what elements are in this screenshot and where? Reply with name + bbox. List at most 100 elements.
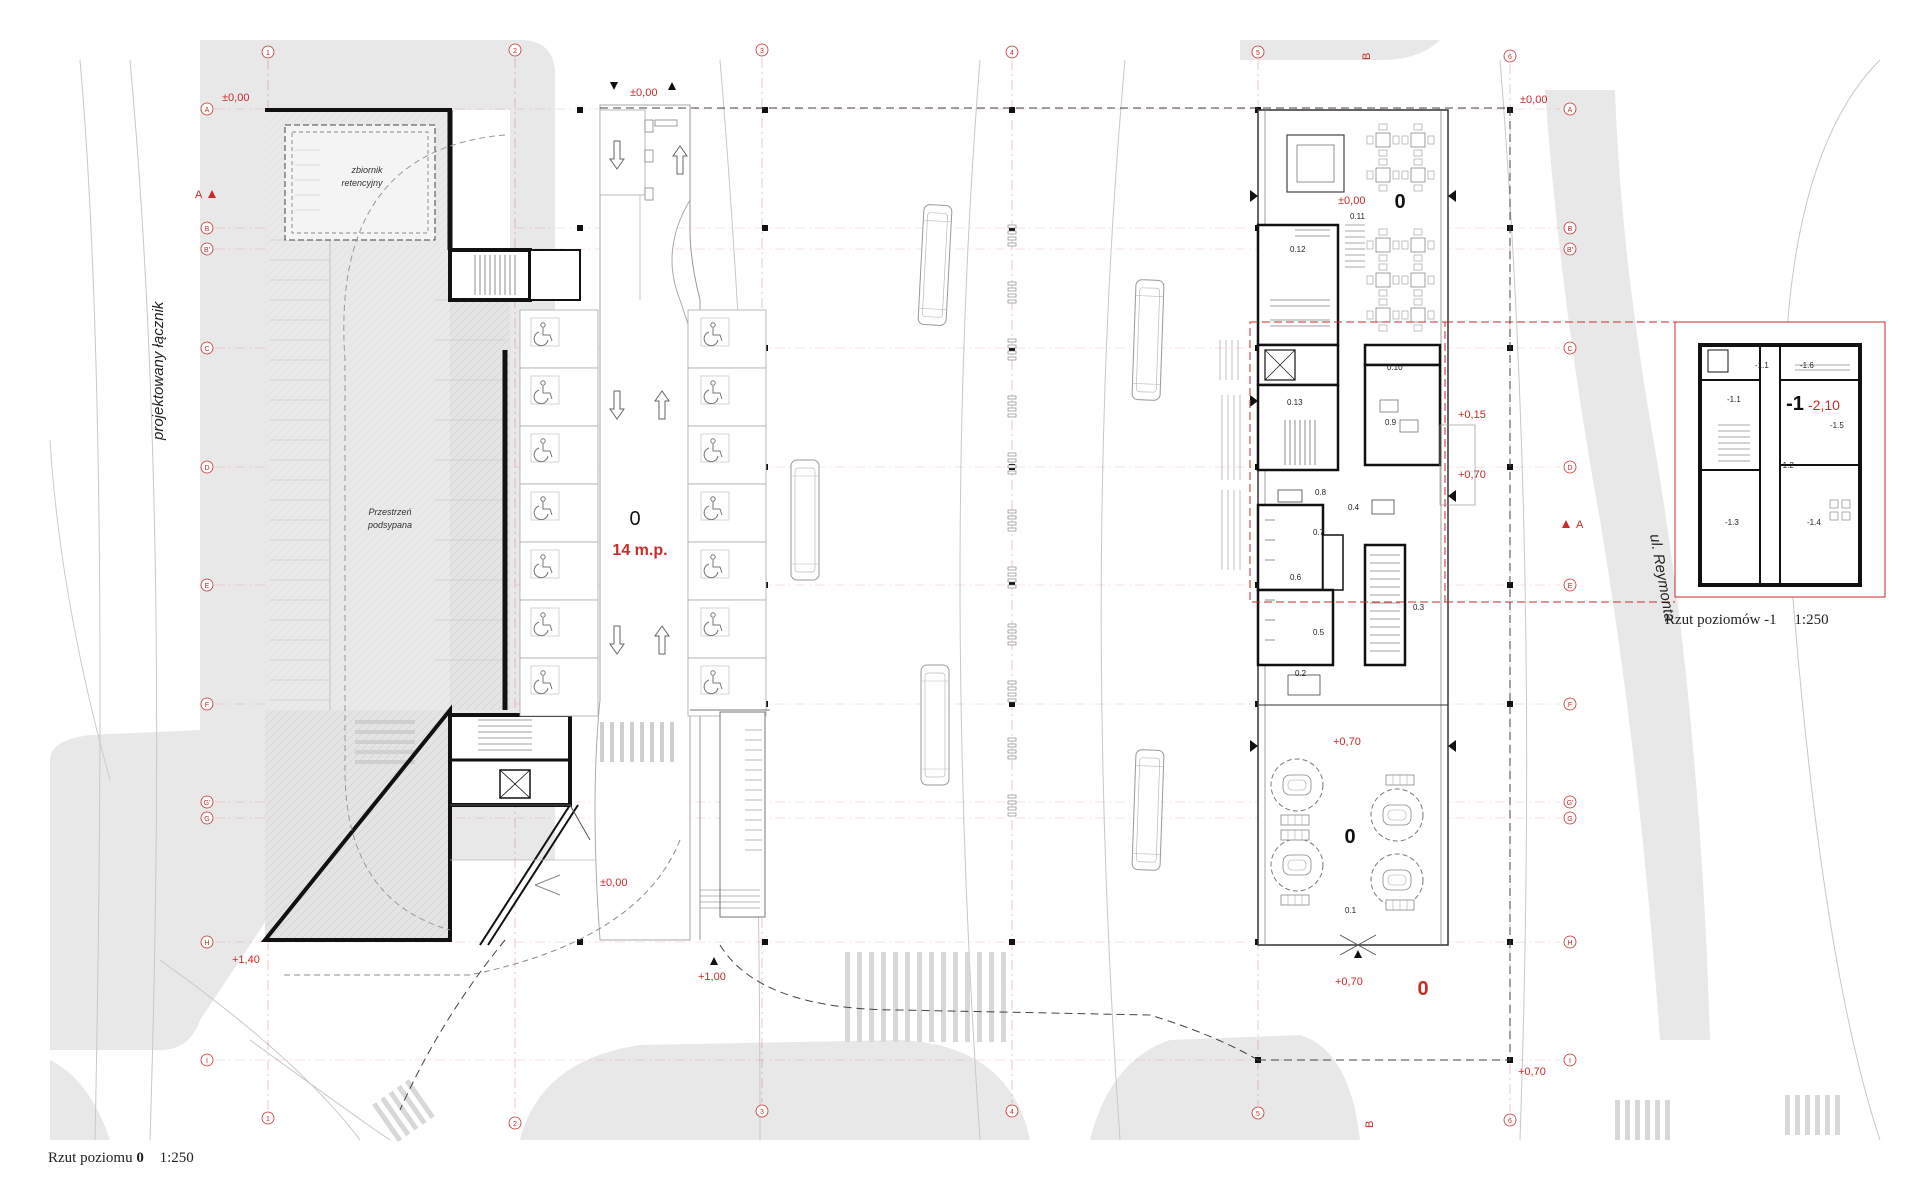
grid-bubble-number: 3 [760,48,764,55]
grid-bubble-letter: D [204,465,209,472]
parking-stall [687,599,767,659]
room-m1-5: -1.5 [1830,421,1844,430]
grid-bubble-number: 6 [1508,54,1512,61]
elevation-hall-015: +0,15 [1458,409,1486,421]
room-0-8: 0.8 [1315,488,1327,497]
room-0-2: 0.2 [1295,669,1307,678]
grid-bubble-letter: B [205,226,210,233]
parking-level: 0 [629,508,640,530]
room-0-1: 0.1 [1345,906,1357,915]
grid-bubble-number: 4 [1010,1109,1014,1116]
parking-stall [687,425,767,485]
room-m1-2: -1.2 [1780,461,1794,470]
room-0-6: 0.6 [1290,573,1302,582]
elevation-ramp: ±0,00 [600,877,627,889]
grid-bubble-letter: A [1568,107,1573,114]
section-a-right: A [1576,519,1584,531]
room-0-3: 0.3 [1413,603,1425,612]
elevation-bottom-center: +1,00 [698,971,726,983]
grid-bubble-letter: E [1568,583,1573,590]
grid-bubble-number: 3 [760,1109,764,1116]
grid-bubble-letter: H [1567,940,1572,947]
road-linework [79,59,1881,1141]
parking-stall [687,367,767,427]
grid-bubble-letter: C [1567,346,1572,353]
grid-bubble-letter: I [1569,1058,1571,1065]
retention-tank-label-1: zbiornik [350,165,383,175]
grid-bubble-letter: G' [204,800,211,807]
grid-bubble-number: 5 [1256,50,1260,57]
grid-bubble-letter: A [205,107,210,114]
grid-bubble-number: 5 [1256,1111,1260,1118]
elevation-inset: -2,10 [1808,397,1840,413]
section-a-left: A [195,189,203,201]
room-0-12: 0.12 [1290,245,1306,254]
main-plan-caption: Rzut poziomu 0 1:250 [48,1150,194,1167]
parking-stall [687,541,767,601]
parking-stall [687,483,767,543]
caption-scale: 1:250 [159,1150,194,1166]
grid-bubble-letter: H [204,940,209,947]
parking-area [280,104,770,976]
room-0-7: 0.7 [1313,528,1325,537]
room-0-10: 0.10 [1387,363,1403,372]
connector-label: projektowany łącznik [150,300,167,441]
inset-plan-caption: Rzut poziomów -1 1:250 [1665,612,1829,629]
caption-prefix: Rzut poziomu [48,1150,133,1166]
left-building [260,108,690,946]
pedestrian-crossings [372,952,1840,1142]
room-m1-1a: -1.1 [1755,361,1769,370]
grid-bubble-letter: C [204,346,209,353]
station-building [1219,109,1675,956]
grid-bubble-letter: I [206,1058,208,1065]
room-0-11: 0.11 [1350,212,1366,221]
elevation-bottom-right: +0,70 [1518,1066,1546,1078]
grid-bubble-letter: G' [1567,800,1574,807]
grid-bubble-letter: B' [204,247,210,254]
parking-stall [687,657,767,717]
grid-bubble-letter: F [1568,702,1572,709]
grid-bubble-number: 4 [1010,50,1014,57]
median-posts [1007,224,1017,817]
room-0-13: 0.13 [1287,398,1303,407]
hall-level-top: 0 [1394,191,1405,213]
elevation-entry: +0,70 [1335,976,1363,988]
section-b-top: B [1361,53,1373,60]
room-0-4: 0.4 [1348,503,1360,512]
elevation-top-left: ±0,00 [222,92,249,104]
grid-bubble-letter: B [1568,226,1573,233]
grid-bubble-letter: G [1567,816,1572,823]
backfill-label-2: podsypana [367,520,412,530]
inset-basement-plan [1674,321,1886,598]
room-0-9: 0.9 [1385,418,1397,427]
elevation-bottom-left: +1,40 [232,954,260,966]
grid-bubble-number: 2 [513,1121,517,1128]
grid-bubble-letter: E [205,583,210,590]
retention-tank-label-2: retencyjny [341,178,383,188]
elevation-top-center: ±0,00 [630,87,657,99]
grid-bubble-letter: F [205,702,209,709]
inset-caption-title: Rzut poziomów -1 [1665,612,1777,628]
room-m1-1b: -1.1 [1727,395,1741,404]
room-m1-6: -1.6 [1800,361,1814,370]
caption-level: 0 [136,1150,144,1166]
grid-bubble-number: 1 [266,1116,270,1123]
elevation-hall-top: ±0,00 [1338,195,1365,207]
elevation-pavilion: +0,70 [1333,736,1361,748]
parking-stall [687,309,767,369]
backfill-label-1: Przestrzeń [368,507,411,517]
hall-level-bottom: 0 [1344,826,1355,848]
room-m1-4: -1.4 [1807,518,1821,527]
parking-spaces: 14 m.p. [612,542,667,559]
site-envelope [399,107,1511,1111]
grid-bubble-letter: B' [1567,247,1573,254]
inset-level: -1 [1786,393,1804,415]
elevation-top-right: ±0,00 [1520,94,1547,106]
room-0-5: 0.5 [1313,628,1325,637]
room-m1-3: -1.3 [1725,518,1739,527]
grid-bubble-number: 2 [513,48,517,55]
grid-bubble-number: 1 [266,50,270,57]
grid-bubble-letter: G [204,816,209,823]
inset-caption-scale: 1:250 [1794,612,1829,628]
